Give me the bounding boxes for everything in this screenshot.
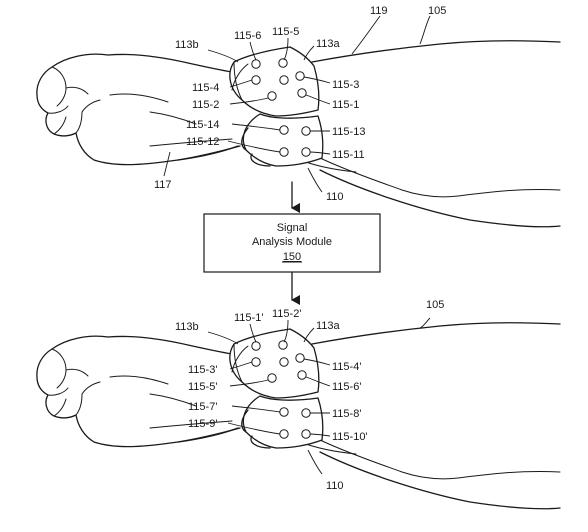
- top-sensor-115-4: [251, 75, 261, 85]
- label-117: 117: [154, 179, 172, 191]
- bottom-sensor-115-7: [279, 407, 289, 417]
- label-105-top: 105: [428, 5, 446, 17]
- bottom-sensor-extra: [279, 357, 289, 367]
- label-115-10-prime: 115-10': [332, 431, 368, 443]
- label-115-8-prime: 115-8': [332, 408, 361, 420]
- label-113b: 113b: [175, 39, 199, 51]
- top-sensor-115-3: [295, 71, 305, 81]
- label-115-7-prime: 115-7': [188, 401, 217, 413]
- label-110-top: 110: [326, 191, 344, 203]
- label-115-4: 115-4: [192, 82, 219, 94]
- module-title-line2: Analysis Module: [252, 236, 332, 248]
- top-sensor-115-5: [278, 58, 288, 68]
- label-113b-bottom: 113b: [175, 321, 199, 333]
- label-115-5: 115-5: [272, 26, 299, 38]
- label-115-11: 115-11: [332, 149, 365, 161]
- top-band-lower: [242, 113, 324, 167]
- top-sensor-115-14: [279, 125, 289, 135]
- label-113a: 113a: [316, 38, 341, 50]
- top-sensor-115-12: [279, 147, 289, 157]
- bottom-sensor-115-1: [251, 341, 261, 351]
- label-115-5-prime: 115-5': [188, 381, 217, 393]
- label-105-bottom: 105: [426, 299, 444, 311]
- label-115-9-prime: 115-9': [188, 418, 217, 430]
- label-115-6: 115-6: [234, 30, 261, 42]
- label-115-6-prime: 115-6': [332, 381, 361, 393]
- bottom-sensor-115-9: [279, 429, 289, 439]
- label-115-1-prime: 115-1': [234, 312, 263, 324]
- signal-analysis-module: Signal Analysis Module 150: [203, 213, 381, 273]
- bottom-band-lower: [242, 395, 324, 449]
- label-115-3-prime: 115-3': [188, 364, 217, 376]
- label-110-bottom: 110: [326, 480, 344, 492]
- label-115-1: 115-1: [332, 99, 359, 111]
- label-115-4-prime: 115-4': [332, 361, 361, 373]
- bottom-view: 115-1' 115-2' 113a 113b 115-3' 115-4' 11…: [36, 299, 561, 510]
- bottom-sensor-115-8: [301, 408, 311, 418]
- top-sensor-115-11: [301, 147, 311, 157]
- label-115-3: 115-3: [332, 79, 359, 91]
- bottom-sensor-115-5: [267, 373, 277, 383]
- top-sensor-115-2: [267, 91, 277, 101]
- bottom-sensor-115-3: [251, 357, 261, 367]
- module-ref-number: 150: [283, 251, 301, 263]
- bottom-sensor-115-2: [278, 340, 288, 350]
- label-115-14: 115-14: [186, 119, 219, 131]
- label-115-12: 115-12: [186, 136, 219, 148]
- bottom-sensor-115-10: [301, 429, 311, 439]
- top-view: 115-6 115-5 113a 113b 115-4 115-3 115-2 …: [36, 5, 561, 228]
- bottom-sensor-115-4: [295, 353, 305, 363]
- top-sensor-115-6: [251, 59, 261, 69]
- label-115-2-prime: 115-2': [272, 308, 301, 320]
- top-sensor-extra: [279, 75, 289, 85]
- top-sensor-115-13: [301, 126, 311, 136]
- bottom-sensor-115-6: [297, 370, 307, 380]
- module-title-line1: Signal: [277, 222, 308, 234]
- label-113a-bottom: 113a: [316, 320, 341, 332]
- label-115-2: 115-2: [192, 99, 219, 111]
- top-sensor-115-1: [297, 88, 307, 98]
- label-119: 119: [370, 5, 388, 17]
- label-115-13: 115-13: [332, 126, 365, 138]
